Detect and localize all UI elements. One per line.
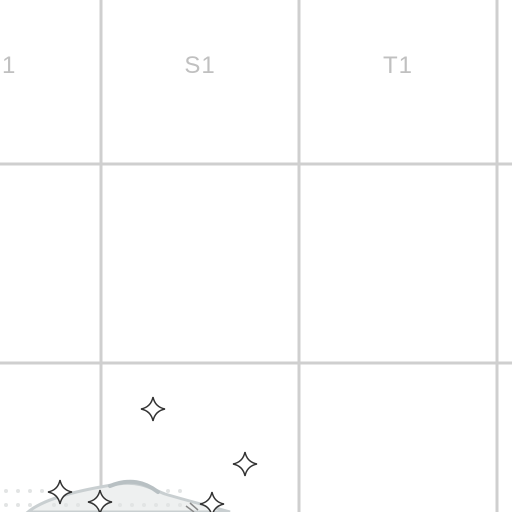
sparkle-icon[interactable] — [87, 489, 113, 512]
terrain-feature[interactable] — [4, 479, 231, 512]
grid-label-s1: S1 — [184, 52, 216, 79]
sparkle-icon[interactable] — [232, 451, 258, 477]
sparkle-icon[interactable] — [140, 396, 166, 422]
sparkle-icon[interactable] — [199, 491, 225, 512]
sparkle-icon[interactable] — [47, 479, 73, 505]
grid-label-r1: R1 — [0, 52, 17, 79]
grid-label-t1: T1 — [382, 52, 413, 79]
